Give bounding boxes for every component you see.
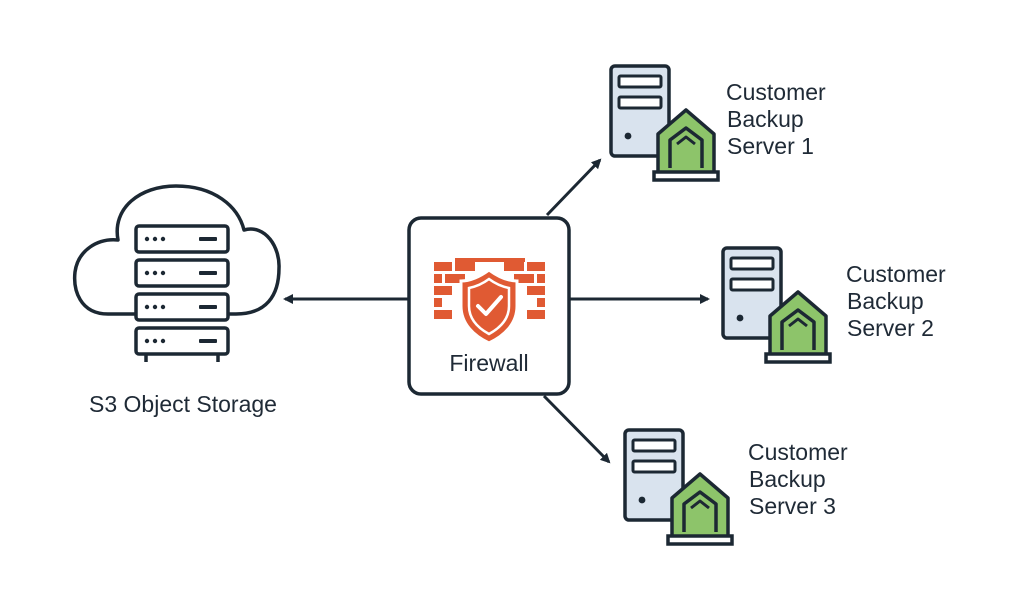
- server-1-label-line-1: Customer: [726, 79, 826, 105]
- server-2-label: Customer Backup Server 2: [846, 261, 946, 342]
- server-1-label-line-3: Server 1: [727, 133, 814, 159]
- brick-wall-icon: [434, 258, 545, 319]
- firewall-label: Firewall: [449, 350, 529, 376]
- server-3-label: Customer Backup Server 3: [748, 439, 848, 520]
- cloud-storage-icon: [72, 184, 281, 362]
- storage-label: S3 Object Storage: [89, 391, 277, 417]
- firewall-node: [407, 216, 571, 396]
- server-2-label-line-1: Customer: [846, 261, 946, 287]
- shield-check-icon: [459, 268, 519, 345]
- server-3-label-line-1: Customer: [748, 439, 848, 465]
- arrow-to-server-3: [542, 394, 611, 464]
- customer-server-3-icon: [623, 428, 734, 546]
- server-1-label: Customer Backup Server 1: [726, 79, 826, 160]
- server-3-label-line-3: Server 3: [749, 493, 836, 519]
- server-1-label-line-2: Backup: [727, 106, 804, 132]
- server-rack-icon: [134, 224, 230, 362]
- server-2-label-line-3: Server 2: [847, 315, 934, 341]
- customer-server-1-icon: [609, 64, 720, 182]
- server-3-label-line-2: Backup: [749, 466, 826, 492]
- arrow-to-server-1: [545, 158, 602, 217]
- server-2-label-line-2: Backup: [847, 288, 924, 314]
- customer-server-2-icon: [721, 246, 832, 364]
